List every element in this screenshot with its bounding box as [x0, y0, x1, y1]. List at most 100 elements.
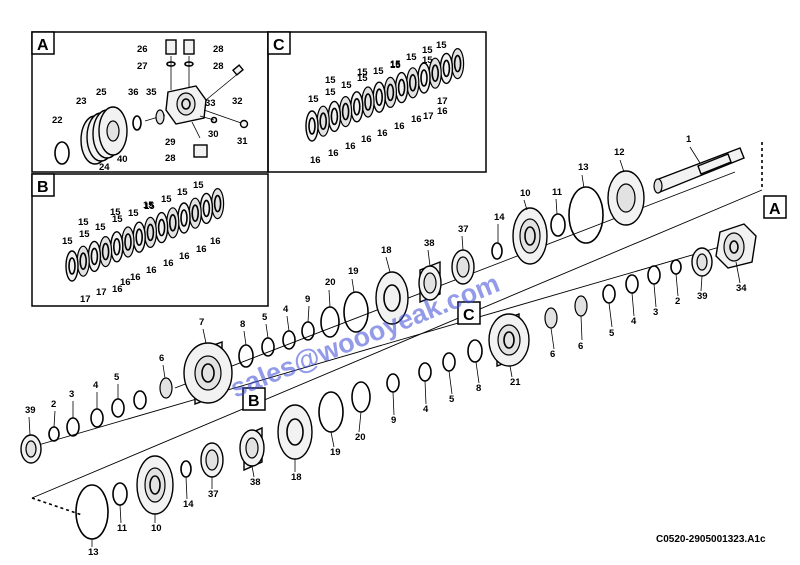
ring-4-upper-left: [90, 408, 104, 428]
leader-line: [509, 365, 513, 378]
part-number-label: 35: [146, 87, 157, 98]
ring-9-lower: [386, 373, 400, 393]
part-number-label: 8: [240, 319, 245, 330]
ring-4-lower: [625, 274, 639, 294]
ring-6b-lower: [544, 307, 558, 329]
clutch-plate-bore: [352, 98, 361, 116]
part-number-label: 22: [52, 115, 63, 126]
plug-28: [193, 144, 208, 158]
part-number-label: 14: [183, 499, 194, 510]
part-number-label: 15: [422, 55, 433, 66]
clutch-plate-bore: [397, 78, 406, 97]
part-number-label: 16: [411, 114, 422, 125]
leader-line: [358, 411, 362, 433]
part-number-label: 4: [93, 380, 99, 391]
ring-6b-upper: [133, 390, 147, 410]
part-number-label: 27: [137, 61, 148, 72]
clutch-plate: [188, 197, 202, 229]
part-number-label: 16: [196, 244, 207, 255]
leader-line: [424, 380, 427, 405]
part-number-label: 24: [99, 162, 110, 173]
clutch-plate-bore: [442, 59, 451, 78]
inset-b: B: [31, 173, 269, 307]
part-number-label: 18: [291, 472, 302, 483]
part-number-label: 3: [69, 389, 74, 400]
part-number-label: 15: [436, 40, 447, 51]
callout-tag-a-letter: A: [769, 201, 781, 218]
inset-c-tag: [267, 31, 291, 55]
ring-8-lower: [467, 339, 483, 363]
part-number-label: 4: [631, 316, 637, 327]
clutch-plate-bore: [431, 64, 440, 82]
part-number-label: 19: [330, 447, 341, 458]
part-number-label: 26: [137, 44, 148, 55]
part-number-label: 28: [165, 153, 176, 164]
clutch-plate-bore: [113, 238, 121, 256]
part-number-label: 11: [552, 187, 563, 198]
clutch-plate: [316, 105, 330, 137]
part-number-label: 6: [550, 349, 555, 360]
part-number-label: 15: [177, 187, 188, 198]
part-number-label: 2: [51, 399, 56, 410]
part-number-label: 40: [117, 154, 128, 165]
part-number-label: 16: [210, 236, 221, 247]
part-number-label: 4: [283, 304, 289, 315]
leader-line: [307, 305, 310, 323]
leader-line: [523, 199, 528, 211]
clutch-plate-bore: [79, 252, 87, 271]
clutch-plate-bore: [90, 247, 99, 266]
part-number-label: 15: [95, 222, 106, 233]
part-number-label: 2: [675, 296, 680, 307]
gear-10-lower: [136, 455, 174, 515]
ring-13: [568, 186, 604, 244]
part-number-label: 15: [143, 200, 154, 211]
clutch-plate-bore: [135, 228, 143, 246]
leader-line: [202, 328, 207, 344]
leader-line: [475, 361, 480, 384]
ring-20-lower: [351, 381, 371, 413]
clutch-plate: [327, 100, 342, 133]
part-number-label: 21: [510, 377, 521, 388]
ring-4-lower-left: [418, 362, 432, 382]
ring-8-upper: [238, 344, 254, 368]
clutch-plate: [394, 71, 409, 104]
part-number-label: 3: [653, 307, 658, 318]
part-number-label: 16: [437, 106, 448, 117]
clutch-plate-bore: [146, 223, 155, 242]
leader-line: [119, 504, 122, 524]
inset-b-plate-stack: [65, 188, 225, 282]
part-number-label: 15: [161, 194, 172, 205]
plate-18-lower: [277, 404, 313, 460]
leader-line: [328, 289, 331, 308]
ring-6-lower: [574, 295, 588, 317]
part-number-label: 17: [437, 96, 448, 107]
leader-line: [735, 261, 741, 284]
leader-line: [689, 146, 701, 164]
part-number-label: 33: [205, 98, 216, 109]
part-number-label: 10: [520, 188, 531, 199]
leader-line: [351, 278, 355, 293]
ring-2-upper-left: [48, 426, 60, 442]
shaft-1: [653, 147, 745, 194]
part-number-label: 19: [348, 266, 359, 277]
clutch-plate-bore: [191, 204, 199, 222]
part-number-label: 15: [62, 236, 73, 247]
part-number-label: 15: [357, 67, 368, 78]
ring-4-upper: [282, 330, 296, 350]
part-number-label: 20: [355, 432, 366, 443]
bearing-39-lower: [691, 247, 713, 277]
part-number-label: 15: [193, 180, 204, 191]
part-number-label: 16: [377, 128, 388, 139]
part-number-label: 15: [79, 229, 90, 240]
bolt-32: [205, 71, 241, 101]
leader-lines: [28, 146, 741, 547]
part-number-label: 15: [357, 73, 368, 84]
clutch-drum-21: [488, 313, 530, 367]
clutch-plate: [451, 47, 465, 80]
part-number-label: 37: [458, 224, 469, 235]
clutch-plate: [199, 192, 214, 225]
clutch-drum-7: [183, 340, 233, 406]
part-number-label: 6: [159, 353, 164, 364]
part-number-label: 32: [232, 96, 243, 107]
clutch-plate-bore: [157, 218, 166, 237]
